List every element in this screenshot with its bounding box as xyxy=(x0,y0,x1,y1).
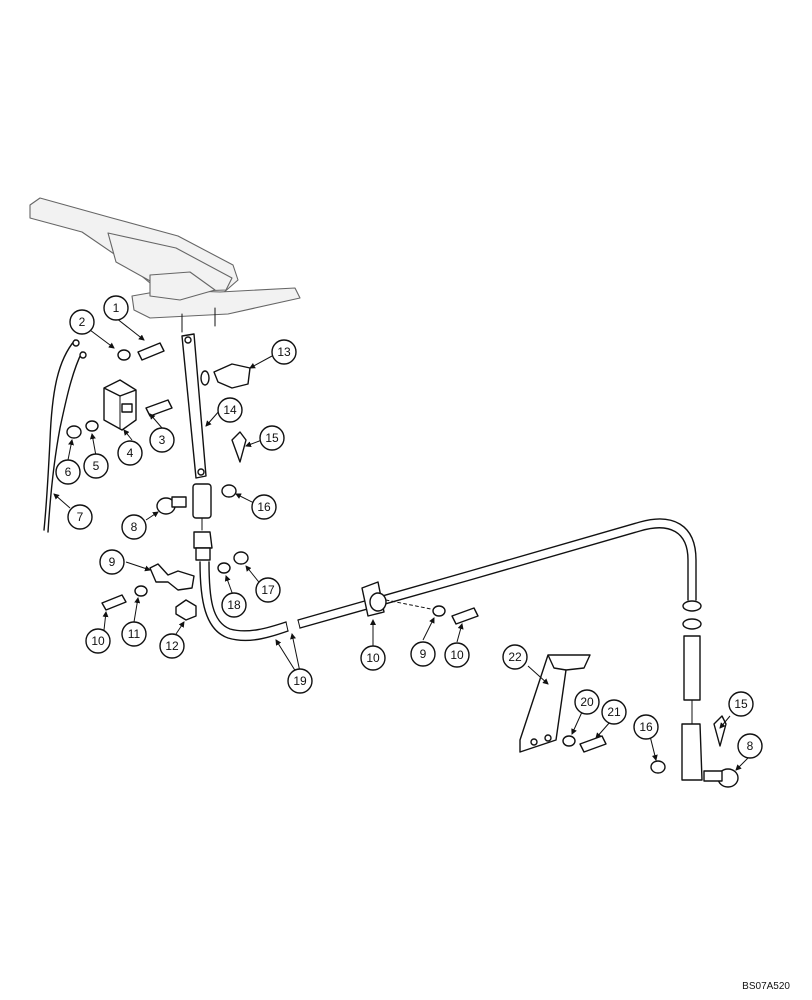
callout-4: 4 xyxy=(117,440,143,466)
callout-number: 10 xyxy=(450,648,464,662)
callout-22: 22 xyxy=(502,644,528,670)
callout-16: 16 xyxy=(633,714,659,740)
callout-10: 10 xyxy=(360,645,386,671)
callout-number: 12 xyxy=(165,639,179,653)
callout-15: 15 xyxy=(728,691,754,717)
callout-number: 17 xyxy=(261,583,275,597)
callout-number: 10 xyxy=(91,634,105,648)
figure-id-label: BS07A520 xyxy=(742,981,790,992)
callout-16: 16 xyxy=(251,494,277,520)
brake-switch xyxy=(103,379,137,431)
callout-number: 6 xyxy=(65,465,72,479)
callout-number: 14 xyxy=(223,403,237,417)
callout-number: 22 xyxy=(508,650,522,664)
callout-number: 15 xyxy=(265,431,279,445)
callout-number: 5 xyxy=(93,459,100,473)
callout-10: 10 xyxy=(444,642,470,668)
callout-7: 7 xyxy=(67,504,93,530)
callout-9: 9 xyxy=(99,549,125,575)
callout-number: 20 xyxy=(580,695,594,709)
callout-number: 9 xyxy=(109,555,116,569)
link-rod xyxy=(181,333,251,479)
callout-3: 3 xyxy=(149,427,175,453)
callout-number: 8 xyxy=(131,520,138,534)
callout-number: 16 xyxy=(639,720,653,734)
wiring-harness xyxy=(43,339,87,533)
callout-8: 8 xyxy=(737,733,763,759)
callout-19: 19 xyxy=(287,668,313,694)
callout-number: 1 xyxy=(113,301,120,315)
hardware-left xyxy=(66,342,197,621)
callout-number: 9 xyxy=(420,647,427,661)
callout-number: 16 xyxy=(257,500,271,514)
callout-number: 19 xyxy=(293,674,307,688)
callout-17: 17 xyxy=(255,577,281,603)
callout-12: 12 xyxy=(159,633,185,659)
callout-number: 13 xyxy=(277,345,291,359)
brake-cable xyxy=(192,483,703,781)
callout-5: 5 xyxy=(83,453,109,479)
callout-number: 4 xyxy=(127,446,134,460)
callout-1: 1 xyxy=(103,295,129,321)
callout-number: 8 xyxy=(747,739,754,753)
callout-2: 2 xyxy=(69,309,95,335)
leader-lines xyxy=(53,317,749,771)
callout-number: 7 xyxy=(77,510,84,524)
cable-clip xyxy=(361,581,479,625)
callout-18: 18 xyxy=(221,592,247,618)
callout-number: 3 xyxy=(159,433,166,447)
hardware-upper-right xyxy=(217,431,249,574)
callout-20: 20 xyxy=(574,689,600,715)
callout-10: 10 xyxy=(85,628,111,654)
callout-14: 14 xyxy=(217,397,243,423)
mounting-bracket xyxy=(519,654,739,788)
brake-handle-assembly xyxy=(29,197,301,333)
callout-number: 2 xyxy=(79,315,86,329)
callout-number: 18 xyxy=(227,598,241,612)
callout-number: 15 xyxy=(734,697,748,711)
callout-8: 8 xyxy=(121,514,147,540)
callout-15: 15 xyxy=(259,425,285,451)
callout-11: 11 xyxy=(121,621,147,647)
callout-9: 9 xyxy=(410,641,436,667)
callout-6: 6 xyxy=(55,459,81,485)
callout-13: 13 xyxy=(271,339,297,365)
callout-number: 10 xyxy=(366,651,380,665)
callout-21: 21 xyxy=(601,699,627,725)
callout-number: 11 xyxy=(128,627,141,641)
callout-number: 21 xyxy=(607,705,621,719)
